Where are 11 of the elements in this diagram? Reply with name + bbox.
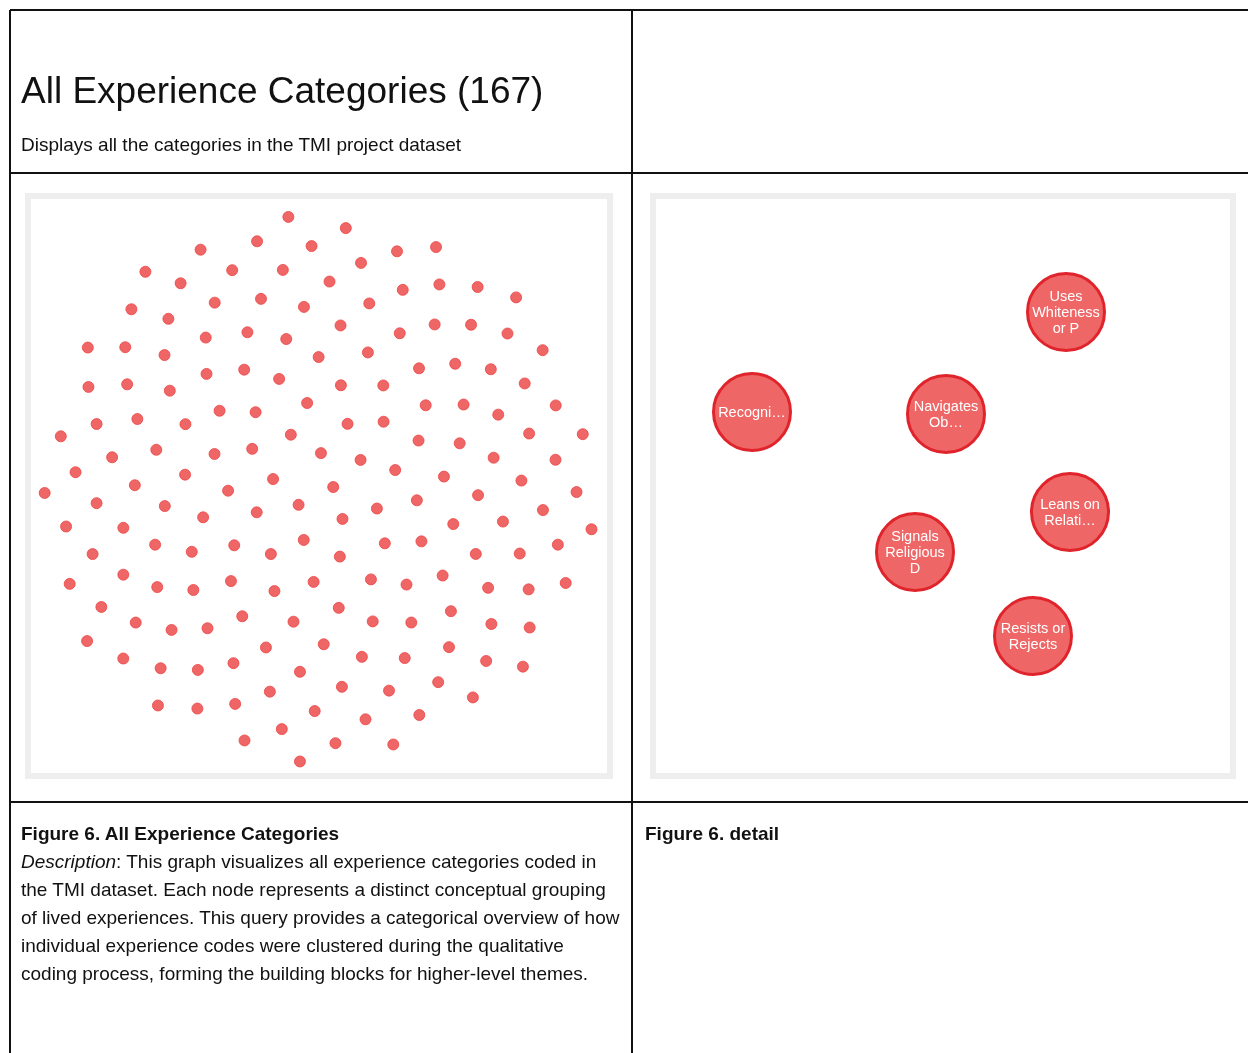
node-label: Navigates Ob… bbox=[912, 398, 980, 430]
description-paragraph: Description: This graph visualizes all experience categories coded in the TMI dataset. Each node represents a distinct conceptual grouping of lived experiences. This query provides a categorical overview of how individual experience codes were clustered during the qualitative coding process, forming the building blocks for higher-level themes. bbox=[21, 850, 621, 986]
node-label: Leans on Relati… bbox=[1039, 496, 1101, 528]
subtitle: Displays all the categories in the TMI project dataset bbox=[21, 133, 463, 157]
figure-caption: Figure 6. All Experience Categories bbox=[21, 822, 341, 846]
node-label: Signals Religious D bbox=[884, 528, 946, 576]
figure-caption: Figure 6. detail bbox=[645, 822, 781, 846]
node-label: Uses Whiteness or P bbox=[1031, 288, 1101, 336]
title: All Experience Categories (167) bbox=[21, 70, 544, 112]
node-label: Resists or Rejects bbox=[999, 620, 1067, 652]
node-label: Recogni… bbox=[717, 404, 787, 420]
